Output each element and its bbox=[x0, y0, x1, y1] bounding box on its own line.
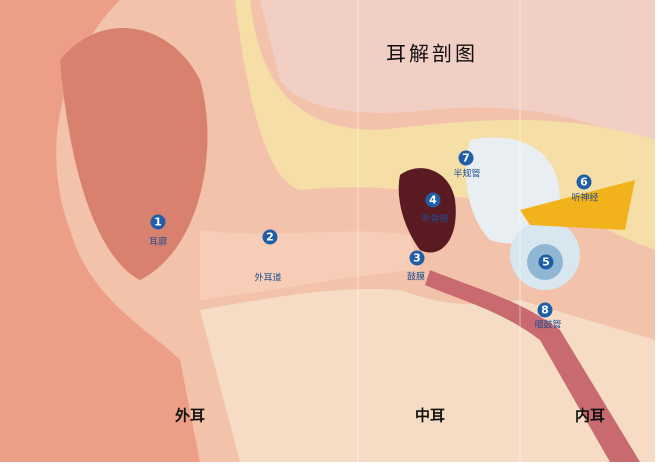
marker-4: 4 bbox=[425, 192, 441, 208]
marker-3: 3 bbox=[409, 250, 425, 266]
label-auditory-nerve: 听神经 bbox=[571, 193, 599, 204]
label-semicircular-canals: 半规管 bbox=[453, 169, 481, 180]
label-eustachian-tube: 咽鼓管 bbox=[534, 320, 562, 331]
marker-8: 8 bbox=[537, 302, 553, 318]
marker-7: 7 bbox=[458, 150, 474, 166]
marker-1: 1 bbox=[150, 214, 166, 230]
label-auricle: 耳廓 bbox=[148, 237, 168, 248]
region-inner-ear: 内耳 bbox=[574, 406, 606, 425]
marker-2: 2 bbox=[262, 229, 278, 245]
label-ossicles: 听骨链 bbox=[421, 214, 449, 225]
label-eardrum: 鼓膜 bbox=[406, 272, 426, 283]
diagram-title: 耳解剖图 bbox=[386, 41, 478, 66]
marker-5: 5 bbox=[538, 254, 554, 270]
label-ear-canal: 外耳道 bbox=[254, 273, 282, 284]
region-outer-ear: 外耳 bbox=[174, 406, 206, 425]
region-middle-ear: 中耳 bbox=[414, 406, 446, 425]
marker-6: 6 bbox=[576, 174, 592, 190]
